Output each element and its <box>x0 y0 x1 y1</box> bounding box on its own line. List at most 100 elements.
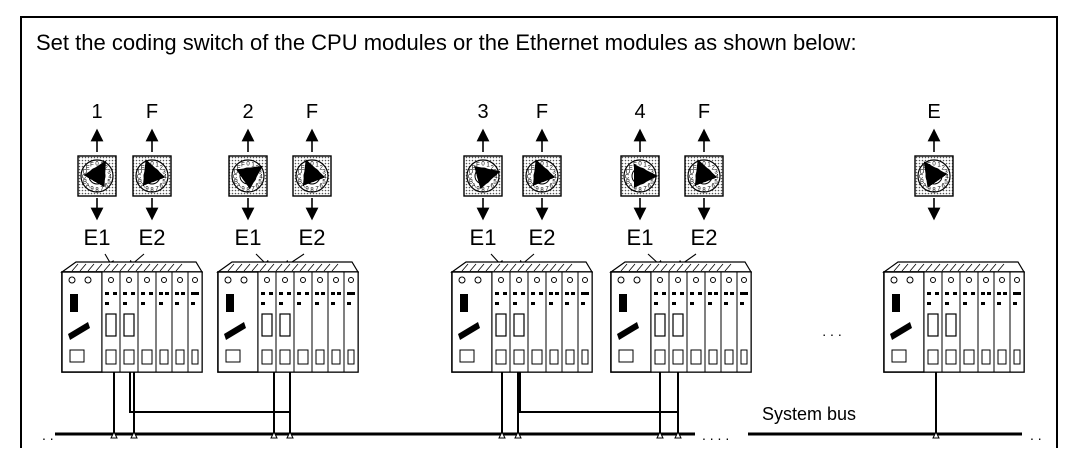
slot-indicator <box>331 292 335 295</box>
switch-value-label: F <box>536 101 548 123</box>
slot-connector <box>279 349 291 365</box>
switch-digit: C <box>527 175 532 181</box>
switch-digit: 9 <box>145 187 149 193</box>
slot-indicator <box>331 302 335 305</box>
slot-connector <box>724 349 734 365</box>
switch-digit: F <box>305 163 309 169</box>
slot-indicator <box>672 292 676 295</box>
slot-indicator <box>315 292 319 295</box>
rack-vent <box>509 263 517 272</box>
psu-led <box>84 276 92 284</box>
rack-vent <box>167 263 175 272</box>
slot-indicator <box>680 292 684 295</box>
bus-ellipsis-left: . . <box>42 427 54 443</box>
slot-led <box>192 277 198 283</box>
rack-vent <box>925 263 933 272</box>
slot-indicator <box>351 292 355 295</box>
cpu-window <box>261 313 273 337</box>
slot-led <box>930 277 936 283</box>
switch-digit: F <box>535 163 539 169</box>
rack-vent <box>111 263 119 272</box>
coding-switch-label: E2 <box>139 225 166 250</box>
slot-connector <box>105 349 117 365</box>
switch-pointer-arrow <box>532 159 556 186</box>
slot-connector <box>927 349 939 365</box>
psu-display <box>70 294 78 312</box>
bus-tap <box>270 430 278 439</box>
switch-digit: 8 <box>246 188 250 194</box>
psu-connector <box>618 349 634 363</box>
rack-vent <box>283 263 291 272</box>
rack-vent <box>973 263 981 272</box>
coding-switch-label: E1 <box>235 225 262 250</box>
switch-digit: D <box>626 170 631 176</box>
slot-indicator <box>987 292 991 295</box>
slot-led <box>948 277 954 283</box>
switch-digit: D <box>138 170 143 176</box>
slot-indicator <box>571 292 575 295</box>
switch-digit: 9 <box>927 187 931 193</box>
slot-connector <box>175 349 185 365</box>
rack-vent <box>700 263 708 272</box>
switch-digit: E <box>693 165 697 171</box>
switch-digit: 8 <box>638 188 642 194</box>
switch-pointer-arrow <box>302 159 326 186</box>
coding-switch-label: E1 <box>84 225 111 250</box>
switch-digit: 7 <box>155 187 159 193</box>
slot-indicator <box>105 292 109 295</box>
slot-led <box>498 277 504 283</box>
slot-connector <box>708 349 718 365</box>
rack-vent <box>533 263 541 272</box>
slot-indicator <box>654 292 658 295</box>
switch-digit: 1 <box>486 163 490 169</box>
coding-switch-label: E2 <box>691 225 718 250</box>
switch-pointer-arrow <box>923 161 948 188</box>
module-link-line <box>129 372 291 413</box>
rack-vent <box>299 263 307 272</box>
rack-vent <box>159 263 167 272</box>
slot-led <box>144 277 150 283</box>
switch-value-label: E <box>927 101 940 123</box>
diagram-frame <box>20 16 1058 448</box>
slot-led <box>126 277 132 283</box>
slot-indicator <box>565 302 569 305</box>
slot-indicator <box>935 292 939 295</box>
slot-indicator <box>531 292 535 295</box>
switch-digit: F <box>927 163 931 169</box>
cpu-window <box>105 313 117 337</box>
slot-led <box>333 277 339 283</box>
rack-vent <box>315 263 323 272</box>
switch-value-label: F <box>146 101 158 123</box>
switch-digit: 6 <box>105 184 109 190</box>
bus-ellipsis-mid: . . . . <box>702 427 729 443</box>
switch-digit: A <box>531 184 535 190</box>
psu-led <box>890 276 898 284</box>
slot-led <box>983 277 989 283</box>
slot-indicator <box>744 292 748 295</box>
slot-led <box>161 277 167 283</box>
switch-digit: E <box>531 165 535 171</box>
psu-led <box>633 276 641 284</box>
slot-indicator <box>953 292 957 295</box>
slot-connector <box>945 349 957 365</box>
rack-vent <box>708 263 716 272</box>
rack-vent <box>965 263 973 272</box>
switch-digit: 9 <box>90 187 94 193</box>
psu-lever <box>458 322 480 340</box>
switch-value-label: 1 <box>91 101 102 123</box>
switch-digit: C <box>137 175 142 181</box>
slot-indicator <box>123 302 127 305</box>
slot-connector <box>740 349 748 365</box>
rack-vent <box>267 263 275 272</box>
slot-led <box>657 277 663 283</box>
switch-digit: 0 <box>481 162 485 168</box>
rack-vent <box>143 263 151 272</box>
slot-indicator <box>521 292 525 295</box>
psu-lever <box>617 322 639 340</box>
switch-digit: C <box>625 175 630 181</box>
slot-indicator <box>531 302 535 305</box>
slot-indicator <box>321 292 325 295</box>
coding-switch-label: E1 <box>627 225 654 250</box>
switch-digit: 0 <box>246 162 250 168</box>
